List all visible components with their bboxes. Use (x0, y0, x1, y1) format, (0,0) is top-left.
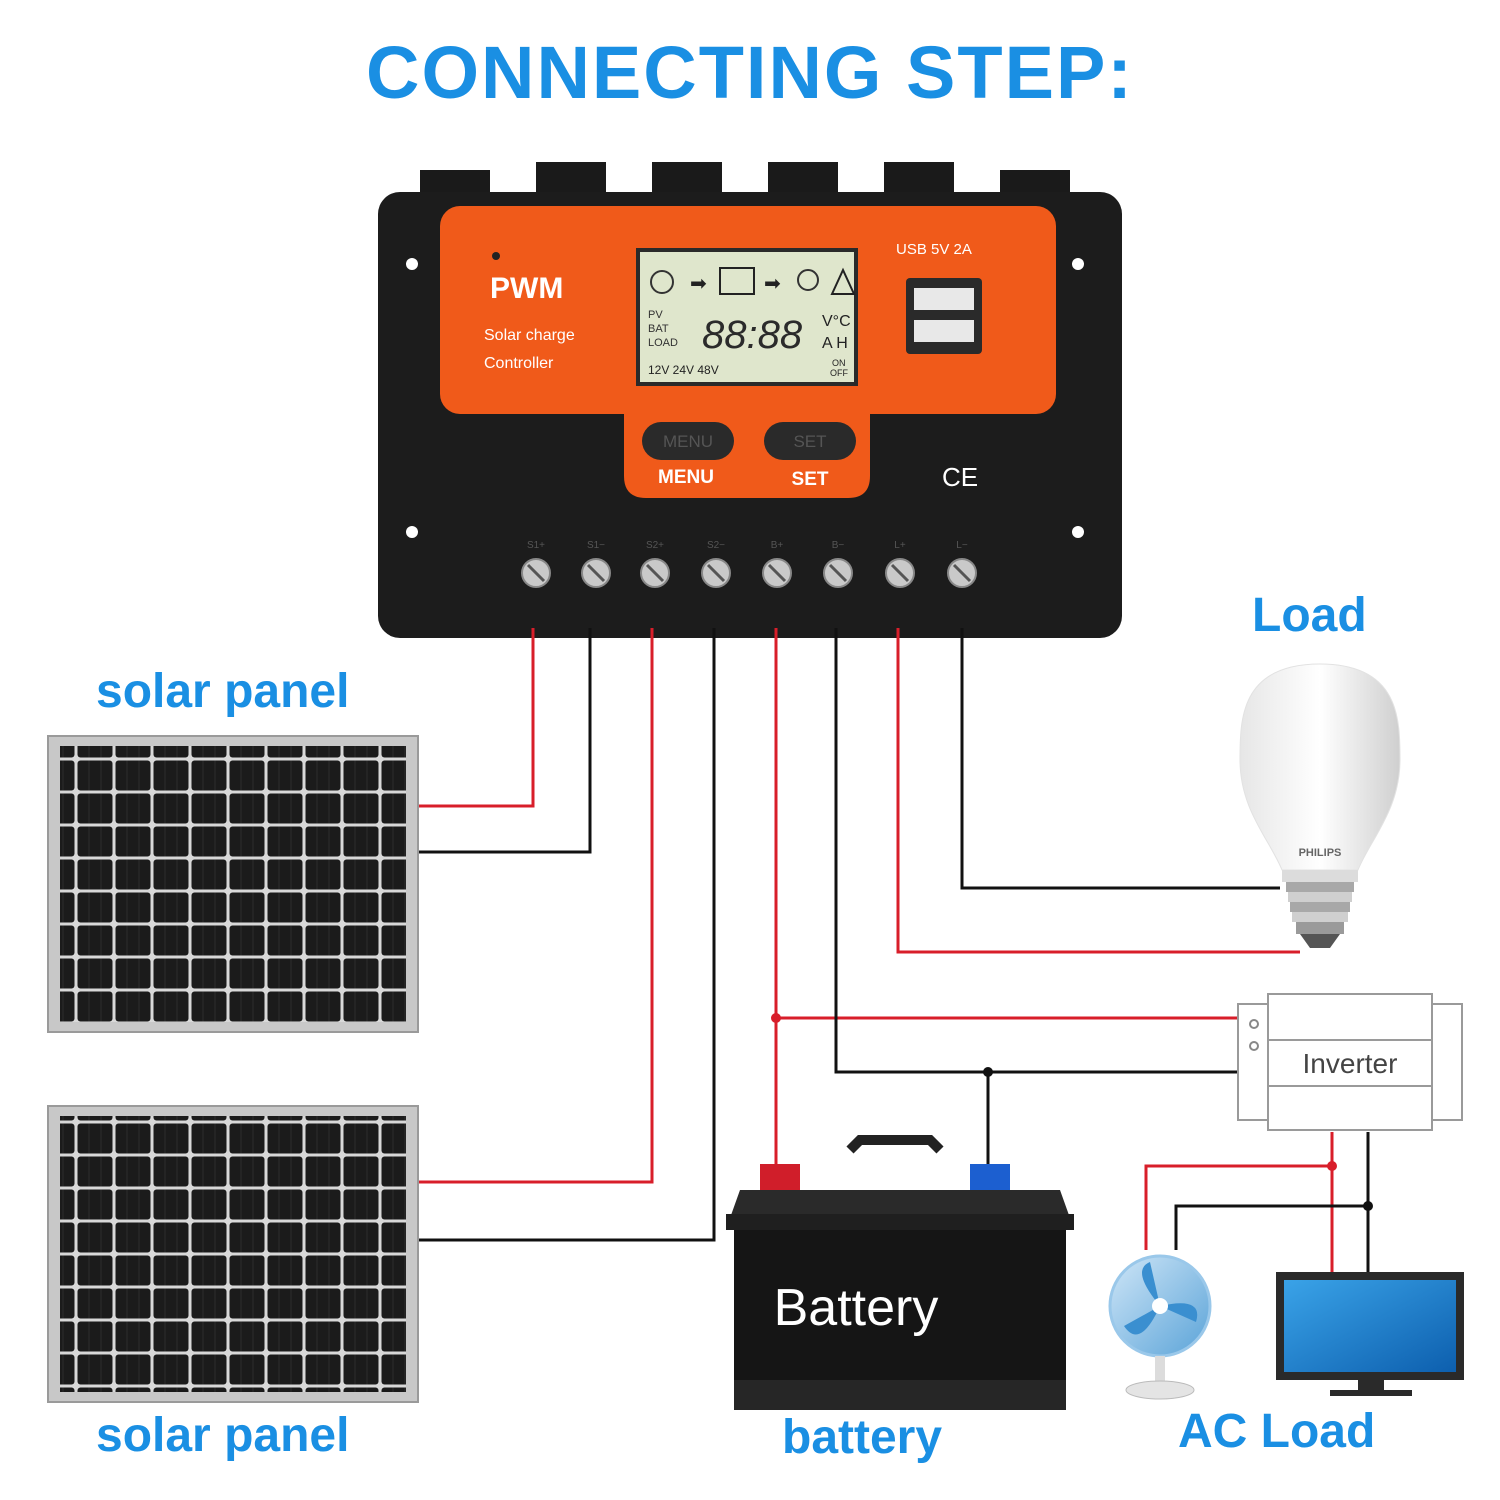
ce-mark: CE (942, 462, 978, 492)
usb-port-2[interactable] (914, 320, 974, 342)
inverter-label: Inverter (1303, 1048, 1398, 1079)
lcd-on: ON (832, 358, 846, 368)
wire-ac-live-fan (1144, 1164, 1332, 1250)
wire-ac-neutral-fan (1174, 1204, 1368, 1250)
wire-load-positive (896, 628, 1300, 954)
screw-slot (706, 563, 726, 583)
controller-brand: PWM (490, 272, 563, 305)
wire-battery-negative (834, 628, 1240, 1074)
lcd-load: LOAD (648, 337, 678, 349)
ac-load-label: AC Load (1178, 1405, 1376, 1458)
screw-slot (767, 563, 787, 583)
set-button-text: SET (793, 432, 826, 451)
lcd-bat: BAT (648, 323, 669, 335)
fan (1108, 1254, 1212, 1400)
bulb-brand: PHILIPS (1299, 847, 1342, 859)
terminal-label: B− (832, 540, 845, 551)
battery-label: battery (782, 1411, 943, 1464)
battery-lcd-icon (719, 267, 755, 295)
terminal-label: B+ (771, 540, 784, 551)
mounting-hole (406, 258, 418, 270)
bulb-lcd-icon (797, 269, 819, 291)
terminal-block: S1+ S1− S2+ S2− B+ B− L+ L− (521, 540, 977, 588)
terminal-label: L− (956, 540, 968, 551)
lcd-units-bottom: A H (822, 335, 848, 352)
arrow-icon: ➡ (764, 273, 781, 295)
lcd-off: OFF (830, 368, 848, 378)
terminal-label: S1+ (527, 540, 545, 551)
solar-panel-bottom-label: solar panel (96, 1409, 350, 1462)
terminal-label: L+ (894, 540, 906, 551)
wire-load-negative (960, 628, 1280, 890)
controller-subtitle-1: Solar charge (484, 327, 575, 344)
mounting-hole (1072, 258, 1084, 270)
wire-s1-negative (418, 628, 592, 854)
screw-slot (586, 563, 606, 583)
page-title: CONNECTING STEP: (366, 31, 1134, 114)
monitor (1276, 1272, 1464, 1396)
battery-negative-terminal (970, 1164, 1010, 1190)
usb-label: USB 5V 2A (896, 241, 972, 258)
solar-panel-top-label: solar panel (96, 665, 350, 718)
screw-slot (952, 563, 972, 583)
menu-button[interactable] (642, 422, 734, 460)
lcd-pv: PV (648, 309, 663, 321)
terminal-label: S2− (707, 540, 725, 551)
solar-panel-top (47, 735, 419, 1033)
wire-s1-positive (418, 628, 535, 808)
lcd-voltages: 12V 24V 48V (648, 363, 719, 377)
inverter: Inverter (1237, 993, 1463, 1131)
terminal-label: S1− (587, 540, 605, 551)
screw-slot (828, 563, 848, 583)
terminal-label: S2+ (646, 540, 664, 551)
battery-body-label: Battery (774, 1279, 939, 1337)
menu-label: MENU (658, 467, 714, 488)
lcd-units-top: V°C (822, 313, 851, 330)
usb-port-1[interactable] (914, 288, 974, 310)
lcd-digits: 88:88 (702, 313, 803, 357)
set-label: SET (792, 469, 829, 490)
warning-icon (830, 267, 856, 295)
arrow-icon: ➡ (690, 273, 707, 295)
screw-slot (645, 563, 665, 583)
light-bulb: PHILIPS (1239, 663, 1401, 948)
battery: Battery (726, 1135, 1074, 1410)
mounting-hole (406, 526, 418, 538)
set-button[interactable] (764, 422, 856, 460)
indicator-led (492, 252, 500, 260)
charge-controller: PWM Solar charge Controller ➡ ➡ PV BAT L… (378, 162, 1122, 638)
junction-dot (771, 1013, 781, 1023)
junction-dot (1327, 1161, 1337, 1171)
screw-slot (890, 563, 910, 583)
wires (418, 628, 1370, 1272)
battery-positive-terminal (760, 1164, 800, 1190)
wire-s2-negative (418, 628, 716, 1242)
menu-button-text: MENU (663, 432, 713, 451)
mounting-hole (1072, 526, 1084, 538)
lcd-display: ➡ ➡ PV BAT LOAD 88:88 V°C A H 12V 24V 48… (636, 248, 858, 386)
controller-subtitle-2: Controller (484, 355, 554, 372)
wire-s2-positive (418, 628, 654, 1184)
junction-dot (1363, 1201, 1373, 1211)
screw-slot (526, 563, 546, 583)
solar-panel-bottom (47, 1105, 419, 1403)
sun-icon (650, 270, 674, 294)
junction-dot (983, 1067, 993, 1077)
load-label: Load (1252, 589, 1367, 642)
